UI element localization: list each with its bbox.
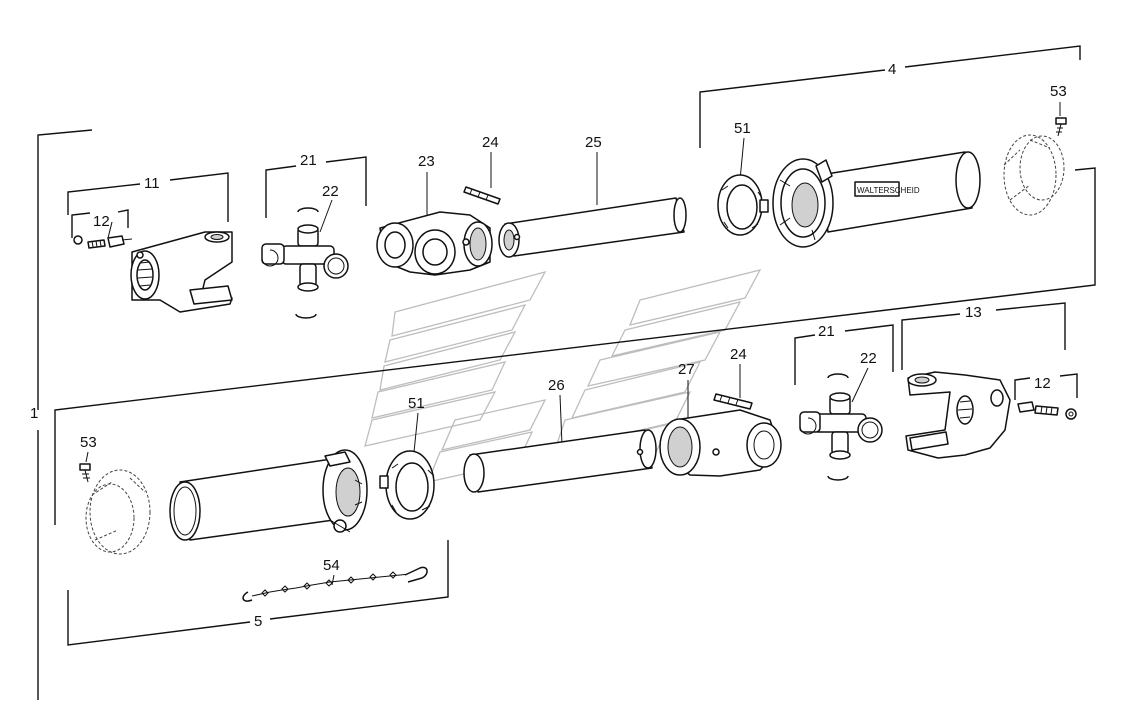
- label-24-top: 24: [482, 134, 499, 151]
- leader-12-top-a: [107, 221, 113, 239]
- leader-22-bottom: [851, 367, 869, 403]
- label-5: 5: [254, 613, 262, 630]
- label-12-top: 12: [93, 213, 110, 230]
- part-21-bottom-universal-cross: [799, 373, 883, 481]
- part-24-bottom-pin: [713, 393, 753, 410]
- bracket-12-top: [71, 209, 129, 238]
- part-26-profile-tube: [463, 429, 657, 493]
- part-53-top-screw: [1055, 117, 1067, 137]
- bracket-13: [901, 302, 1066, 370]
- leader-54: [331, 574, 335, 586]
- part-54-chain: [242, 566, 428, 602]
- bracket-5: [67, 540, 449, 646]
- part-11-yoke: [130, 231, 233, 313]
- label-23: 23: [418, 153, 435, 170]
- part-25-profile-tube: [498, 197, 687, 258]
- bracket-21-top: [265, 156, 367, 218]
- label-11: 11: [144, 175, 160, 192]
- bracket-4: [54, 45, 1096, 525]
- leader-51-bottom: [413, 412, 419, 453]
- label-27: 27: [678, 361, 695, 378]
- label-22-top: 22: [322, 183, 339, 200]
- label-53-bottom: 53: [80, 434, 97, 451]
- label-24-bottom: 24: [730, 346, 747, 363]
- label-13: 13: [965, 304, 982, 321]
- part-21-top-universal-cross: [261, 207, 349, 319]
- part-27-inner-yoke: [659, 409, 782, 477]
- bracket-21-bottom: [794, 324, 894, 385]
- label-25: 25: [585, 134, 602, 151]
- bracket-11: [67, 172, 229, 222]
- part-53-top-cone-guard: [1003, 134, 1065, 216]
- part-13-yoke: [905, 371, 1011, 459]
- label-51-bottom: 51: [408, 395, 425, 412]
- part-4-guard-tube: WALTERSCHEID: [772, 151, 981, 248]
- leader-53-bottom: [85, 451, 89, 463]
- label-21-top: 21: [300, 152, 317, 169]
- label-21-bottom: 21: [818, 323, 835, 340]
- part-5-guard-tube: [169, 449, 368, 541]
- part-12-top-bolt: [73, 235, 133, 249]
- bracket-1: [37, 129, 93, 700]
- label-53-top: 53: [1050, 83, 1067, 100]
- part-51-top-bearing-ring: [717, 174, 769, 236]
- part-53-bottom-screw: [79, 463, 91, 483]
- label-26: 26: [548, 377, 565, 394]
- label-54: 54: [323, 557, 340, 574]
- part-53-bottom-cone-guard: [85, 469, 151, 555]
- label-22-bottom: 22: [860, 350, 877, 367]
- part-23-inner-yoke: [376, 211, 493, 276]
- label-12-bottom: 12: [1034, 375, 1051, 392]
- label-1: 1: [30, 405, 38, 422]
- leader-51-top: [739, 137, 745, 181]
- part-24-top-pin: [463, 186, 501, 205]
- label-4: 4: [888, 61, 896, 78]
- label-51-top: 51: [734, 120, 751, 137]
- brand-logo-plate: WALTERSCHEID: [857, 186, 920, 195]
- part-12-bottom-bolt: [1017, 401, 1077, 420]
- part-51-bottom-bearing-ring: [379, 450, 435, 520]
- leader-26: [559, 394, 563, 446]
- leader-22-top: [319, 199, 333, 233]
- bracket-12-bottom: [1014, 373, 1078, 400]
